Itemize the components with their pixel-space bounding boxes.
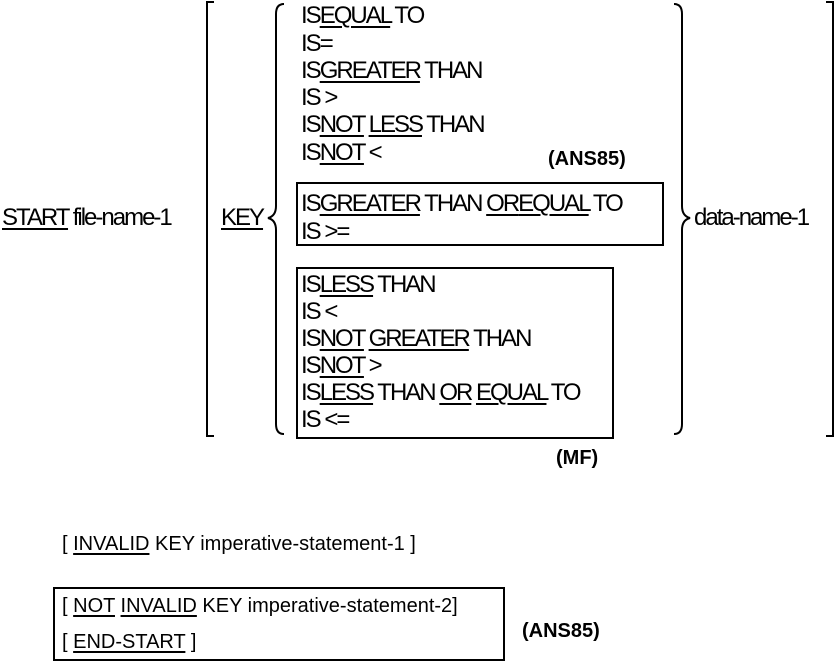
not-invalid-key-clause: [ NOT INVALID KEY imperative-statement-2…	[62, 595, 458, 617]
end-start-keyword: END-START	[73, 631, 186, 653]
right-square-bracket	[826, 1, 834, 437]
ans85-clauses-box	[53, 587, 505, 661]
not-invalid-keyword: INVALID	[120, 595, 197, 617]
file-name: file-name-1	[72, 204, 173, 231]
start-keyword: START	[2, 204, 70, 231]
condition-less: ISLESS THAN	[301, 271, 437, 298]
mf-options-box	[296, 267, 614, 439]
invalid-keyword: INVALID	[73, 533, 150, 555]
ans85-label: (ANS85)	[548, 148, 626, 170]
key-keyword: KEY	[221, 204, 265, 232]
ans85-options-box	[296, 182, 664, 246]
data-name: data-name-1	[694, 204, 810, 231]
right-curly-brace	[673, 3, 691, 435]
condition-not-lt-sign: ISNOT <	[301, 139, 383, 166]
end-start-clause: [ END-START ]	[62, 631, 197, 653]
condition-equal: ISEQUAL TO	[301, 2, 425, 29]
condition-eq-sign: IS=	[301, 30, 334, 57]
invalid-key-clause: [ INVALID KEY imperative-statement-1 ]	[62, 533, 416, 555]
condition-greater-or-equal: ISGREATER THAN OREQUAL TO	[301, 190, 624, 217]
condition-lt-sign: IS <	[301, 298, 338, 325]
left-square-bracket	[206, 1, 214, 437]
condition-le-sign: IS <=	[301, 406, 350, 433]
condition-not-gt-sign: ISNOT >	[301, 352, 383, 379]
condition-not-greater: ISNOT GREATER THAN	[301, 325, 532, 352]
condition-ge-sign: IS >=	[301, 218, 350, 245]
start-clause: START file-name-1	[2, 204, 173, 232]
condition-not-less: ISNOT LESS THAN	[301, 111, 486, 138]
condition-less-or-equal: ISLESS THAN OR EQUAL TO	[301, 379, 582, 406]
mf-label: (MF)	[556, 447, 599, 469]
condition-gt-sign: IS >	[301, 84, 338, 111]
ans85-label-bottom: (ANS85)	[522, 620, 600, 642]
key-keyword-text: KEY	[221, 204, 265, 231]
left-curly-brace	[267, 3, 285, 435]
not-keyword: NOT	[73, 595, 115, 617]
condition-greater: ISGREATER THAN	[301, 57, 484, 84]
